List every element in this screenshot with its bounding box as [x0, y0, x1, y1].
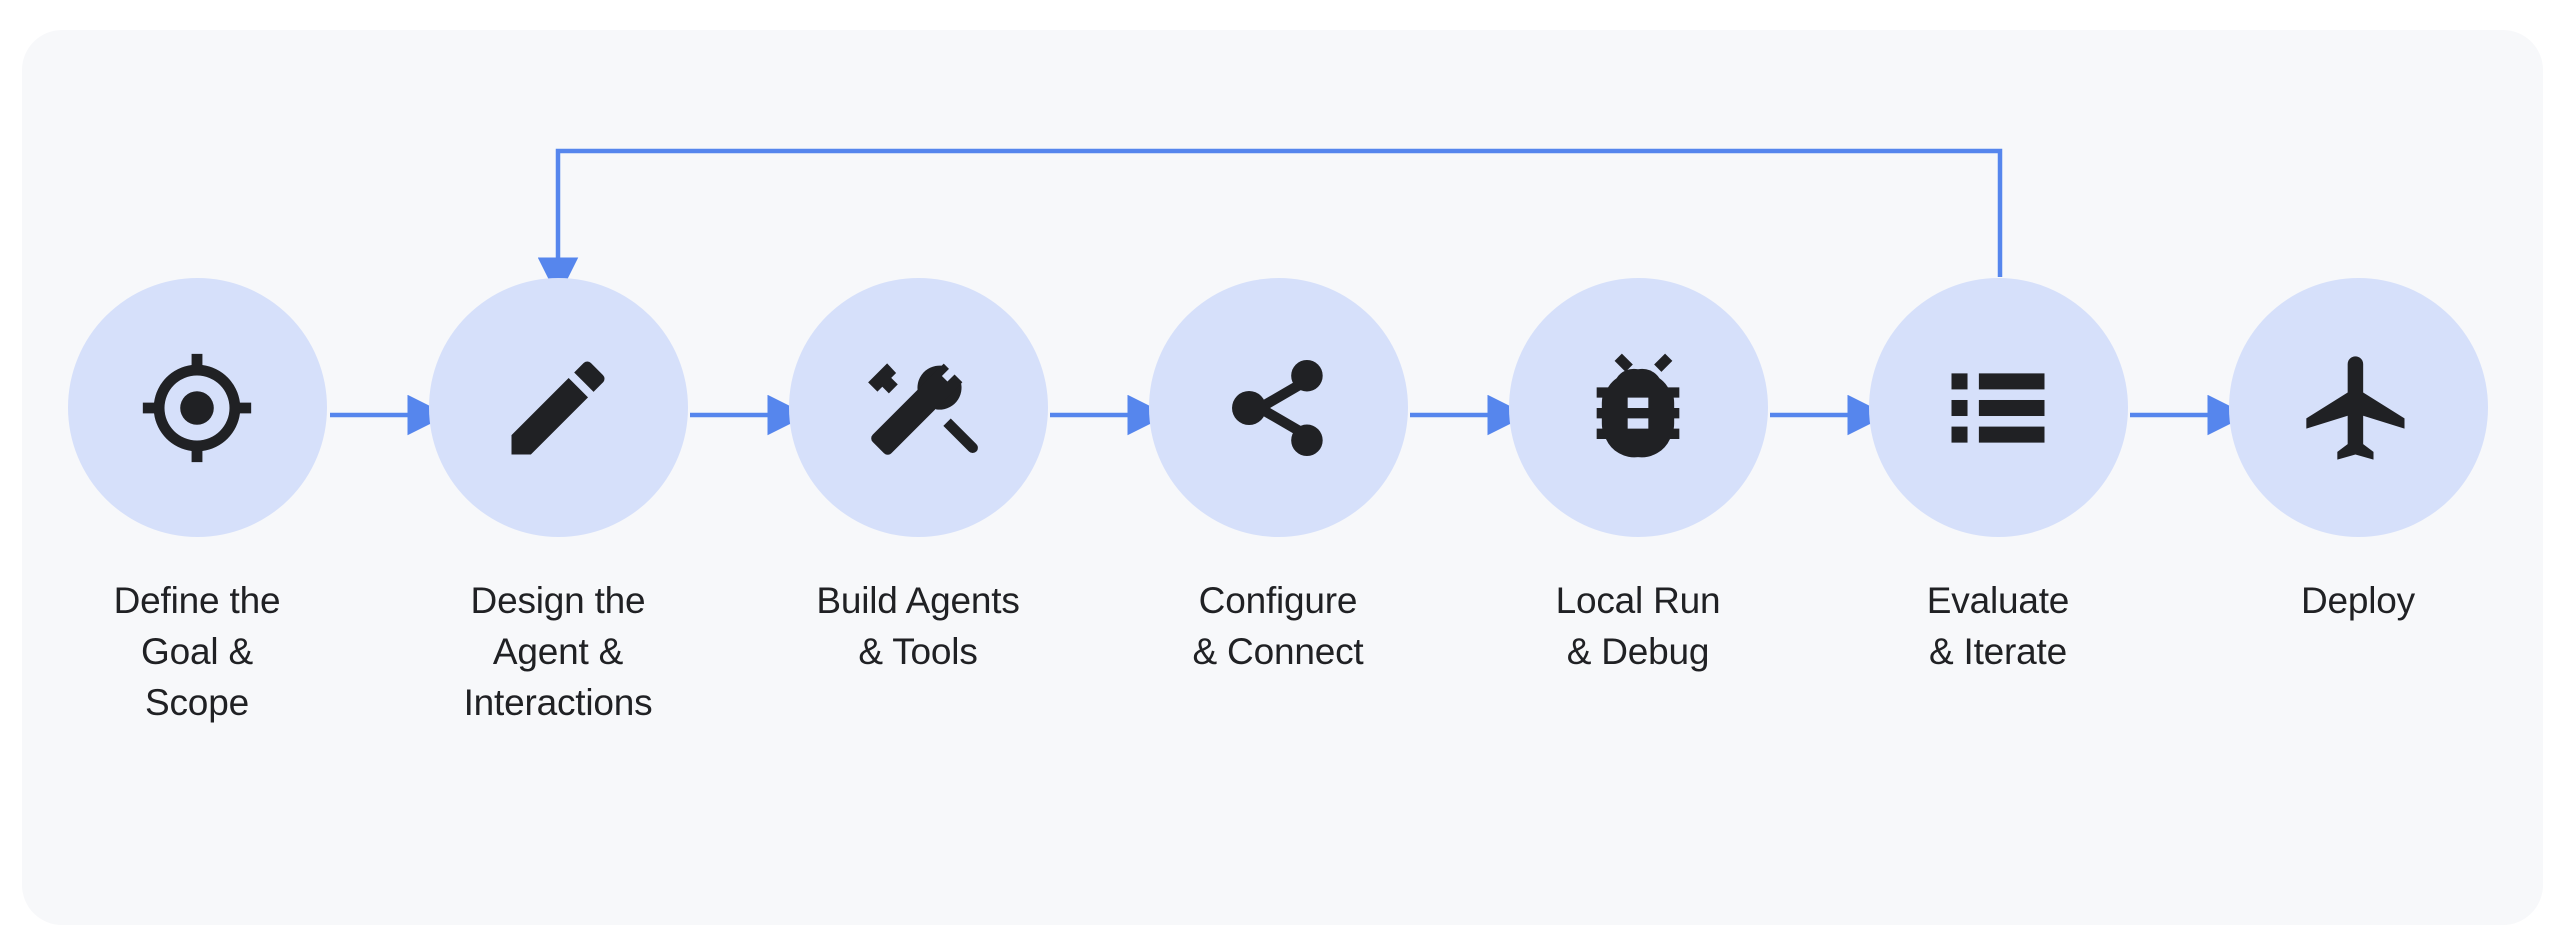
- pencil-edit-icon: [496, 346, 620, 470]
- step-evaluate-iterate[interactable]: Evaluate & Iterate: [1848, 278, 2148, 677]
- step-icon-badge: [1508, 278, 1768, 537]
- step-define-goal[interactable]: Define the Goal & Scope: [47, 278, 347, 728]
- hammer-wrench-icon: [855, 345, 981, 471]
- step-icon-badge: [788, 278, 1048, 537]
- step-deploy[interactable]: Deploy: [2208, 278, 2508, 626]
- step-label: Evaluate & Iterate: [1926, 580, 2070, 673]
- step-label: Configure & Connect: [1192, 580, 1364, 673]
- step-label: Build Agents & Tools: [816, 580, 1020, 673]
- step-local-run-debug[interactable]: Local Run & Debug: [1488, 278, 1788, 677]
- step-icon-badge: [67, 278, 327, 537]
- step-icon-badge: [2228, 278, 2488, 537]
- step-label: Design the Agent & Interactions: [463, 580, 653, 724]
- step-icon-badge: [1868, 278, 2128, 537]
- bug-icon: [1576, 346, 1700, 470]
- gps-target-icon: [132, 343, 262, 473]
- step-build-agents[interactable]: Build Agents & Tools: [768, 278, 1068, 677]
- step-label: Local Run & Debug: [1555, 580, 1721, 673]
- step-icon-badge: [428, 278, 688, 537]
- share-nodes-icon: [1216, 346, 1340, 470]
- step-label: Deploy: [2301, 580, 2415, 621]
- airplane-icon: [2296, 346, 2420, 470]
- step-icon-badge: [1148, 278, 1408, 537]
- list-icon: [1936, 346, 2060, 470]
- step-configure-connect[interactable]: Configure & Connect: [1128, 278, 1428, 677]
- step-design-agent[interactable]: Design the Agent & Interactions: [408, 278, 708, 728]
- step-label: Define the Goal & Scope: [113, 580, 281, 724]
